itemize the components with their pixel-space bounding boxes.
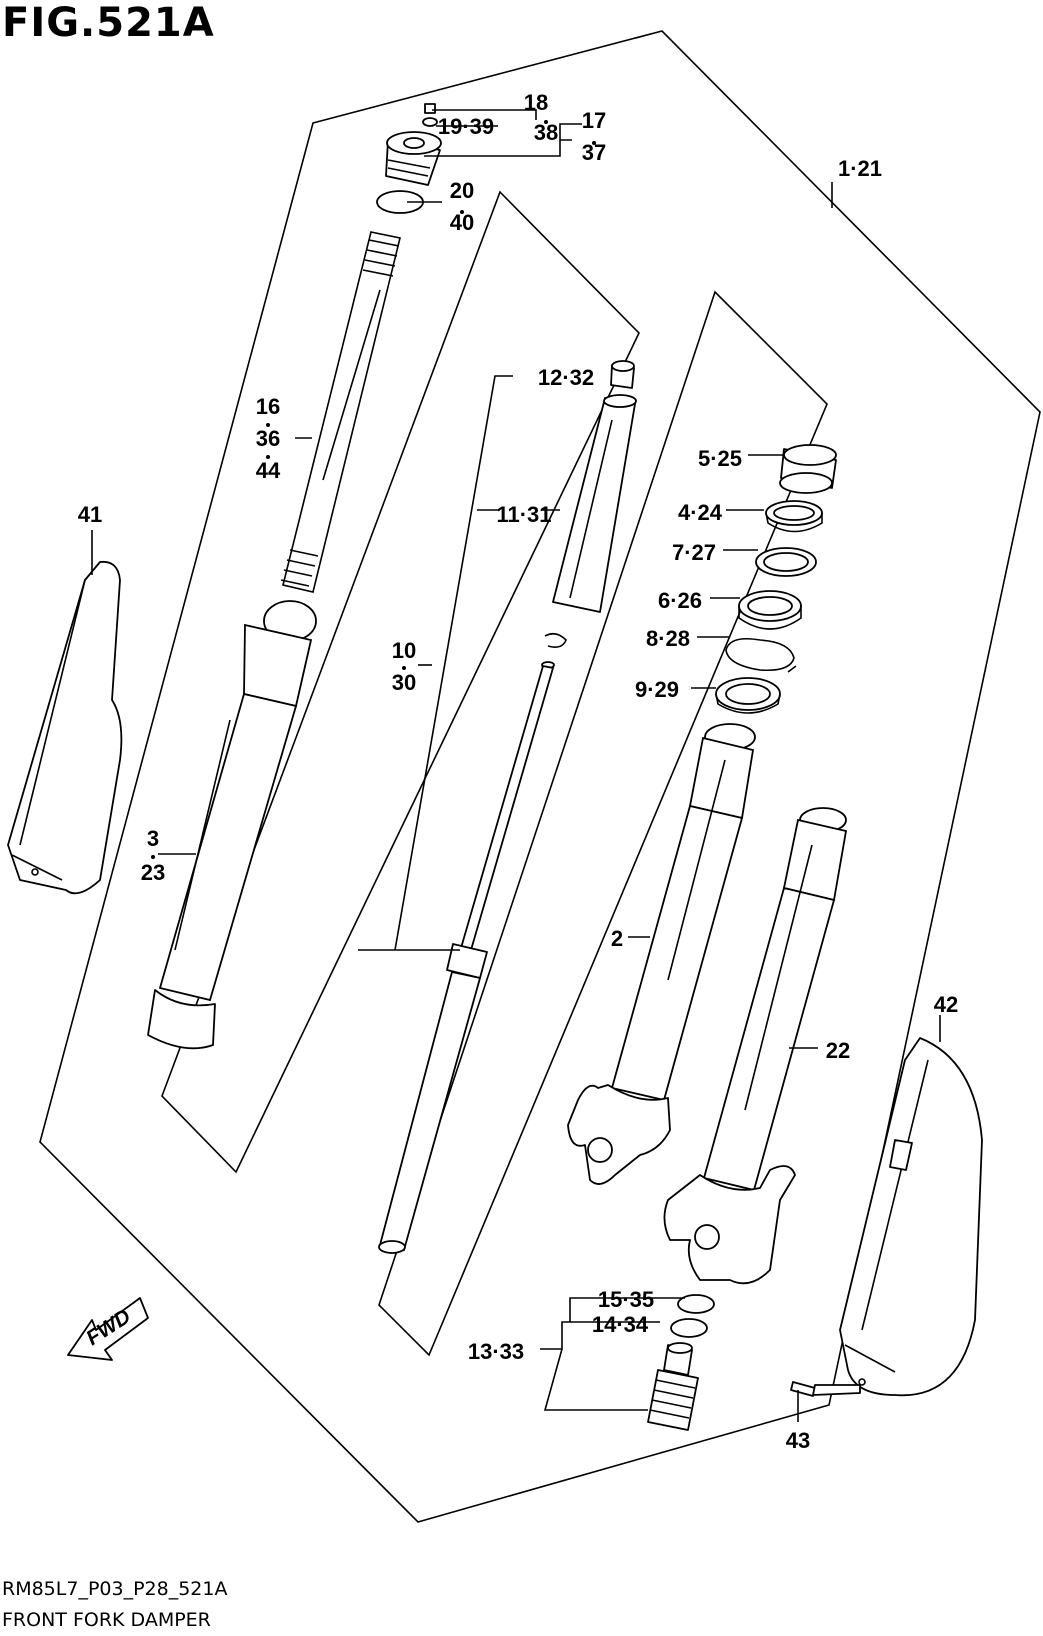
oil-seal-part[interactable] [738,590,802,630]
callout-9-29: 9·29 [635,677,679,702]
callout-18: 18 [524,90,548,115]
assembly-outline-damper [161,190,640,1174]
callout-7-27: 7·27 [672,540,716,565]
fork-guard-left-part[interactable] [7,560,123,895]
dust-seal-part[interactable] [715,677,781,714]
rod-nut-part[interactable] [610,360,635,389]
callout-10: 10 [392,638,416,663]
damper-rod-part[interactable] [378,661,555,1254]
spacer-washer-part[interactable] [755,547,817,577]
base-oring-lower-part[interactable] [670,1318,708,1338]
leader-lines [91,109,941,1422]
callout-23: 23 [141,860,165,885]
circlip-part[interactable] [544,632,567,648]
callout-6-26: 6·26 [658,588,702,613]
damper-spring-rod-part[interactable] [280,231,401,593]
figure-title: FIG.521A [2,0,215,46]
callout-2: 2 [611,926,623,951]
callout-13-33: 13·33 [468,1339,524,1364]
callout-separator-dots [151,120,596,859]
callout-19-39: 19·39 [438,114,494,139]
callout-38: 38 [534,120,558,145]
callout-43: 43 [786,1428,810,1453]
callout-30: 30 [392,670,416,695]
snap-ring-part[interactable] [725,637,797,673]
fork-guard-right-part[interactable] [839,1037,983,1397]
base-oring-upper-part[interactable] [677,1294,715,1314]
inner-tube-part[interactable] [663,807,848,1285]
figure-name: FRONT FORK DAMPER [2,1609,211,1631]
figure-code: RM85L7_P03_P28_521A [2,1578,228,1600]
base-valve-part[interactable] [647,1342,699,1431]
fork-cap-part[interactable] [385,131,442,186]
callout-3: 3 [147,826,159,851]
callout-5-25: 5·25 [698,446,742,471]
guide-bushing-part[interactable] [765,500,823,533]
damper-cylinder-part[interactable] [147,600,317,1050]
callout-11-31: 11·31 [496,502,551,527]
callout-17: 17 [582,108,606,133]
callout-14-34: 14·34 [592,1312,649,1337]
guard-bolt-part[interactable] [790,1381,861,1397]
callout-1-21: 1·21 [838,156,882,181]
callout-4-24: 4·24 [678,500,723,525]
damper-rod-upper-part[interactable] [552,394,637,613]
callout-42: 42 [934,992,958,1017]
callout-20: 20 [450,178,474,203]
assembly-outline-rod [378,290,828,1357]
callout-12-32: 12·32 [538,365,594,390]
callout-36: 36 [256,426,280,451]
callout-44: 44 [256,458,281,483]
callout-labels: 18 19·39 38 17 37 1·21 20 40 12·32 16 36… [78,90,958,1453]
slide-bushing-part[interactable] [779,444,837,494]
callout-15-35: 15·35 [598,1287,654,1312]
callout-22: 22 [826,1038,850,1063]
adjuster-screw-part[interactable] [422,103,438,127]
callout-41: 41 [78,502,102,527]
forward-direction-arrow: FWD [67,1297,149,1361]
callout-16: 16 [256,394,280,419]
callout-40: 40 [450,210,474,235]
outer-tube-part[interactable] [567,723,756,1185]
callout-8-28: 8·28 [646,626,690,651]
assembly-outline-outer [39,30,1041,1523]
